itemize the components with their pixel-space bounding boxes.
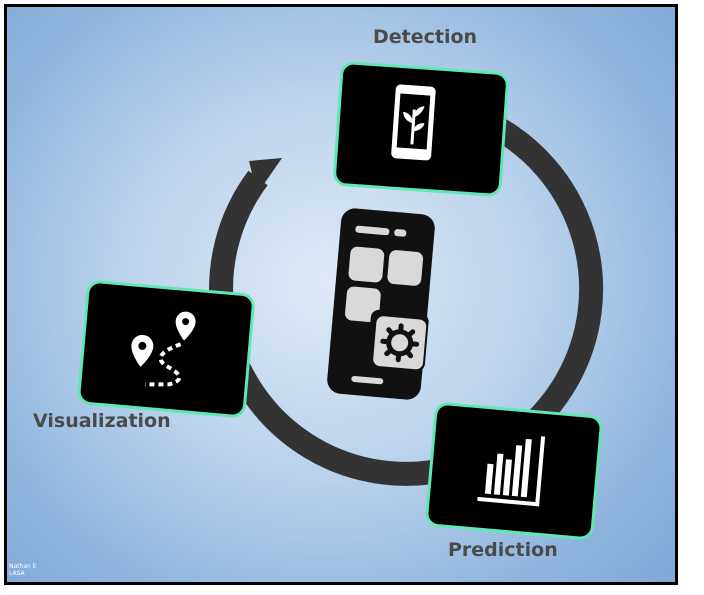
author-org: LASA [9, 570, 25, 577]
bar-chart-icon [477, 436, 546, 507]
sprout-phone-icon [391, 84, 436, 161]
prediction-label: Prediction [448, 539, 558, 561]
detection-label: Detection [373, 26, 478, 48]
app-settings-phone-icon [327, 208, 435, 400]
visualization-label: Visualization [33, 410, 171, 432]
visualization-card [77, 280, 255, 418]
detection-card [333, 61, 509, 197]
map-route-icon [131, 311, 196, 387]
author-credit: Nathan E LASA [9, 563, 37, 577]
prediction-card [425, 402, 603, 540]
author-name: Nathan E [9, 563, 37, 570]
